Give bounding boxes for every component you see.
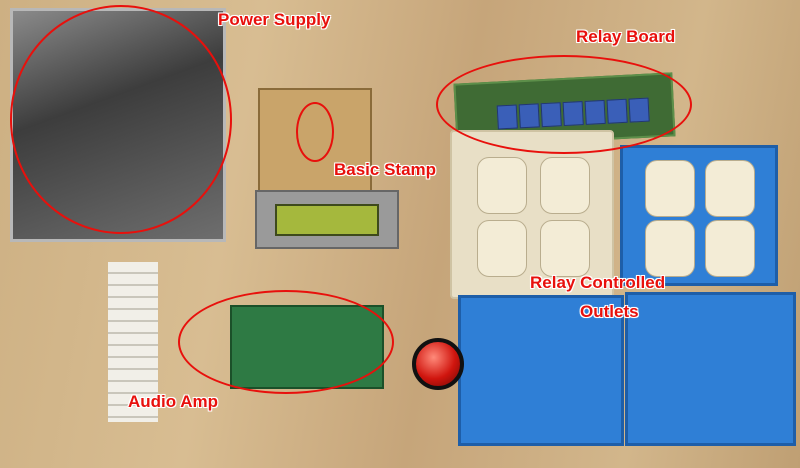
basic-stamp-highlight (296, 102, 334, 162)
basic-stamp-label: Basic Stamp (334, 160, 437, 179)
power-supply-highlight (10, 5, 232, 234)
relay-controlled-label: Relay Controlled (530, 273, 666, 292)
red-push-button (412, 338, 464, 390)
outlet (540, 157, 590, 214)
power-supply-label: Power Supply (218, 10, 331, 29)
relay-board-highlight (436, 55, 692, 154)
lcd-display (255, 190, 399, 249)
outlet (645, 220, 695, 277)
outlet (540, 220, 590, 277)
outlet-box (620, 145, 778, 286)
outlet (477, 157, 527, 214)
outlet (705, 220, 755, 277)
empty-outlet-box (458, 295, 624, 446)
lcd-screen (275, 204, 379, 236)
audio-amp-highlight (178, 290, 394, 394)
outlets-label: Outlets (580, 302, 639, 321)
outlet (705, 160, 755, 217)
relay-board-label: Relay Board (576, 27, 676, 46)
outlet (645, 160, 695, 217)
audio-amp-label: Audio Amp (128, 392, 219, 411)
outlet (477, 220, 527, 277)
empty-outlet-box (625, 292, 796, 446)
terminal-strip (108, 262, 158, 422)
